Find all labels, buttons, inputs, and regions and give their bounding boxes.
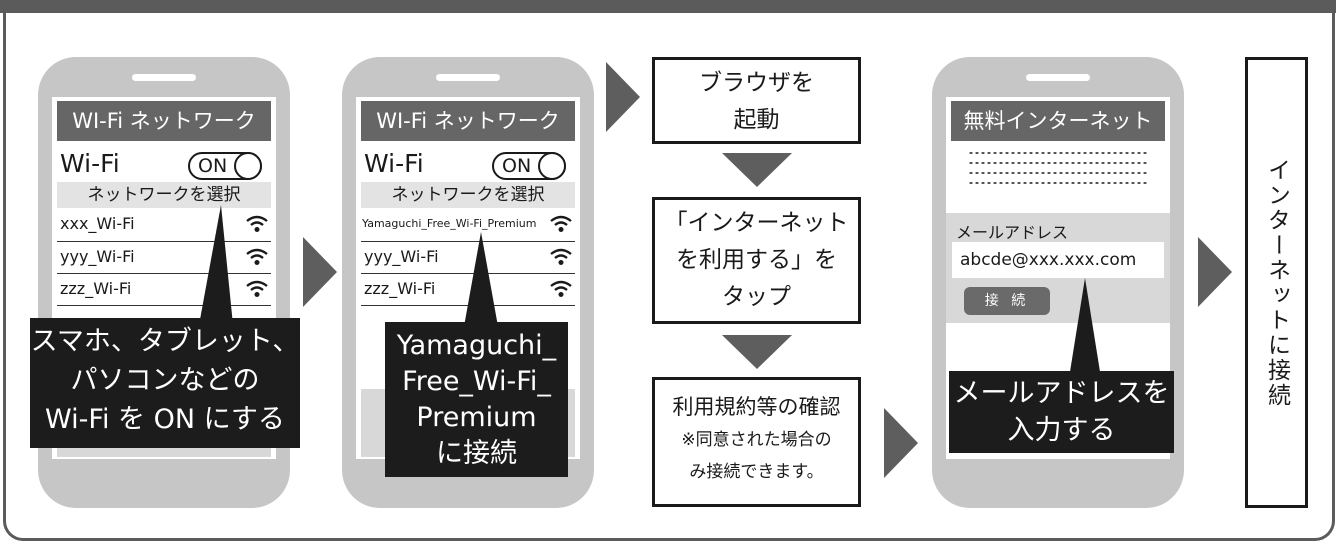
- callout-line: Wi-Fi を ON にする: [45, 404, 285, 435]
- wifi-signal-icon: [246, 215, 268, 232]
- wifi-label: Wi-Fi: [364, 149, 424, 178]
- phone-speaker: [1026, 74, 1090, 81]
- arrow-down-icon: [722, 335, 792, 369]
- step-line: み接続できます。: [689, 462, 824, 482]
- step-launch-browser: ブラウザを 起動: [652, 57, 861, 144]
- screen-header: WI-Fi ネットワーク: [57, 101, 271, 141]
- email-label: メールアドレス: [956, 223, 1069, 242]
- wifi-signal-icon: [550, 280, 572, 297]
- wifi-signal-icon: [550, 248, 572, 265]
- step-line: 起動: [733, 107, 780, 133]
- callout-enable-wifi: スマホ、タブレット、 パソコンなどの Wi-Fi を ON にする: [30, 318, 300, 448]
- arrow-right-icon: [1198, 237, 1232, 307]
- network-item[interactable]: Yamaguchi_Free_Wi-Fi_Premium: [362, 217, 537, 230]
- callout-line: に接続: [436, 438, 517, 469]
- screen-header: WI-Fi ネットワーク: [361, 101, 575, 141]
- network-item[interactable]: yyy_Wi-Fi: [60, 247, 135, 266]
- divider: [361, 241, 575, 242]
- divider: [57, 241, 271, 242]
- callout-pointer: [463, 232, 499, 332]
- step-line: タップ: [722, 284, 791, 310]
- wifi-toggle[interactable]: ON: [188, 152, 262, 180]
- callout-line: パソコンなどの: [70, 365, 260, 396]
- divider: [57, 305, 271, 306]
- arrow-right-icon: [303, 237, 337, 307]
- network-item[interactable]: yyy_Wi-Fi: [364, 247, 439, 266]
- divider: [57, 273, 271, 274]
- arrow-right-icon: [606, 62, 640, 132]
- callout-line: 入力する: [1007, 415, 1116, 446]
- callout-line: Premium: [416, 402, 537, 433]
- arrow-right-icon: [884, 408, 918, 478]
- divider: [361, 273, 575, 274]
- toggle-text: ON: [198, 155, 228, 177]
- email-field[interactable]: abcde@xxx.xxx.com: [952, 242, 1164, 278]
- dotted-text-placeholder: [968, 182, 1148, 184]
- wifi-signal-icon: [246, 248, 268, 265]
- frame-border: [3, 0, 1335, 541]
- step-line: 「インターネット: [664, 210, 849, 236]
- phone-speaker: [436, 74, 500, 81]
- callout-enter-email: メールアドレスを 入力する: [949, 371, 1174, 453]
- wifi-signal-icon: [246, 280, 268, 297]
- step-accept-terms: 利用規約等の確認 ※同意された場合の み接続できます。: [652, 377, 861, 507]
- arrow-down-icon: [722, 153, 792, 187]
- connect-button[interactable]: 接 続: [964, 287, 1050, 315]
- step-internet-connected: インターネットに接続: [1245, 57, 1308, 508]
- toggle-knob: [234, 152, 262, 180]
- callout-pointer: [1069, 278, 1101, 378]
- final-text: インターネットに接続: [1263, 157, 1290, 408]
- step-line: を利用する」を: [676, 247, 837, 273]
- dotted-text-placeholder: [968, 162, 1148, 164]
- callout-line: スマホ、タブレット、: [30, 326, 300, 357]
- network-subheader: ネットワークを選択: [361, 182, 575, 208]
- toggle-knob: [538, 152, 566, 180]
- wifi-toggle[interactable]: ON: [492, 152, 566, 180]
- dotted-text-placeholder: [968, 152, 1148, 154]
- callout-line: Yamaguchi_: [396, 330, 557, 361]
- network-item[interactable]: zzz_Wi-Fi: [364, 279, 436, 298]
- callout-line: Free_Wi-Fi_: [402, 366, 551, 397]
- callout-connect-network: Yamaguchi_ Free_Wi-Fi_ Premium に接続: [385, 322, 568, 477]
- wifi-signal-icon: [550, 215, 572, 232]
- step-line: ※同意された場合の: [681, 430, 832, 450]
- top-bar: [0, 0, 1336, 13]
- network-subheader: ネットワークを選択: [57, 182, 271, 208]
- network-item[interactable]: xxx_Wi-Fi: [60, 214, 135, 233]
- step-tap-internet: 「インターネット を利用する」を タップ: [652, 197, 861, 324]
- step-line: 利用規約等の確認: [672, 395, 841, 419]
- dotted-text-placeholder: [968, 172, 1148, 174]
- screen-header: 無料インターネット: [951, 101, 1165, 141]
- wifi-label: Wi-Fi: [60, 149, 120, 178]
- network-item[interactable]: zzz_Wi-Fi: [60, 279, 132, 298]
- phone-speaker: [132, 74, 196, 81]
- toggle-text: ON: [502, 155, 532, 177]
- step-line: ブラウザを: [699, 70, 814, 96]
- callout-pointer: [199, 205, 233, 325]
- callout-line: メールアドレスを: [953, 378, 1170, 409]
